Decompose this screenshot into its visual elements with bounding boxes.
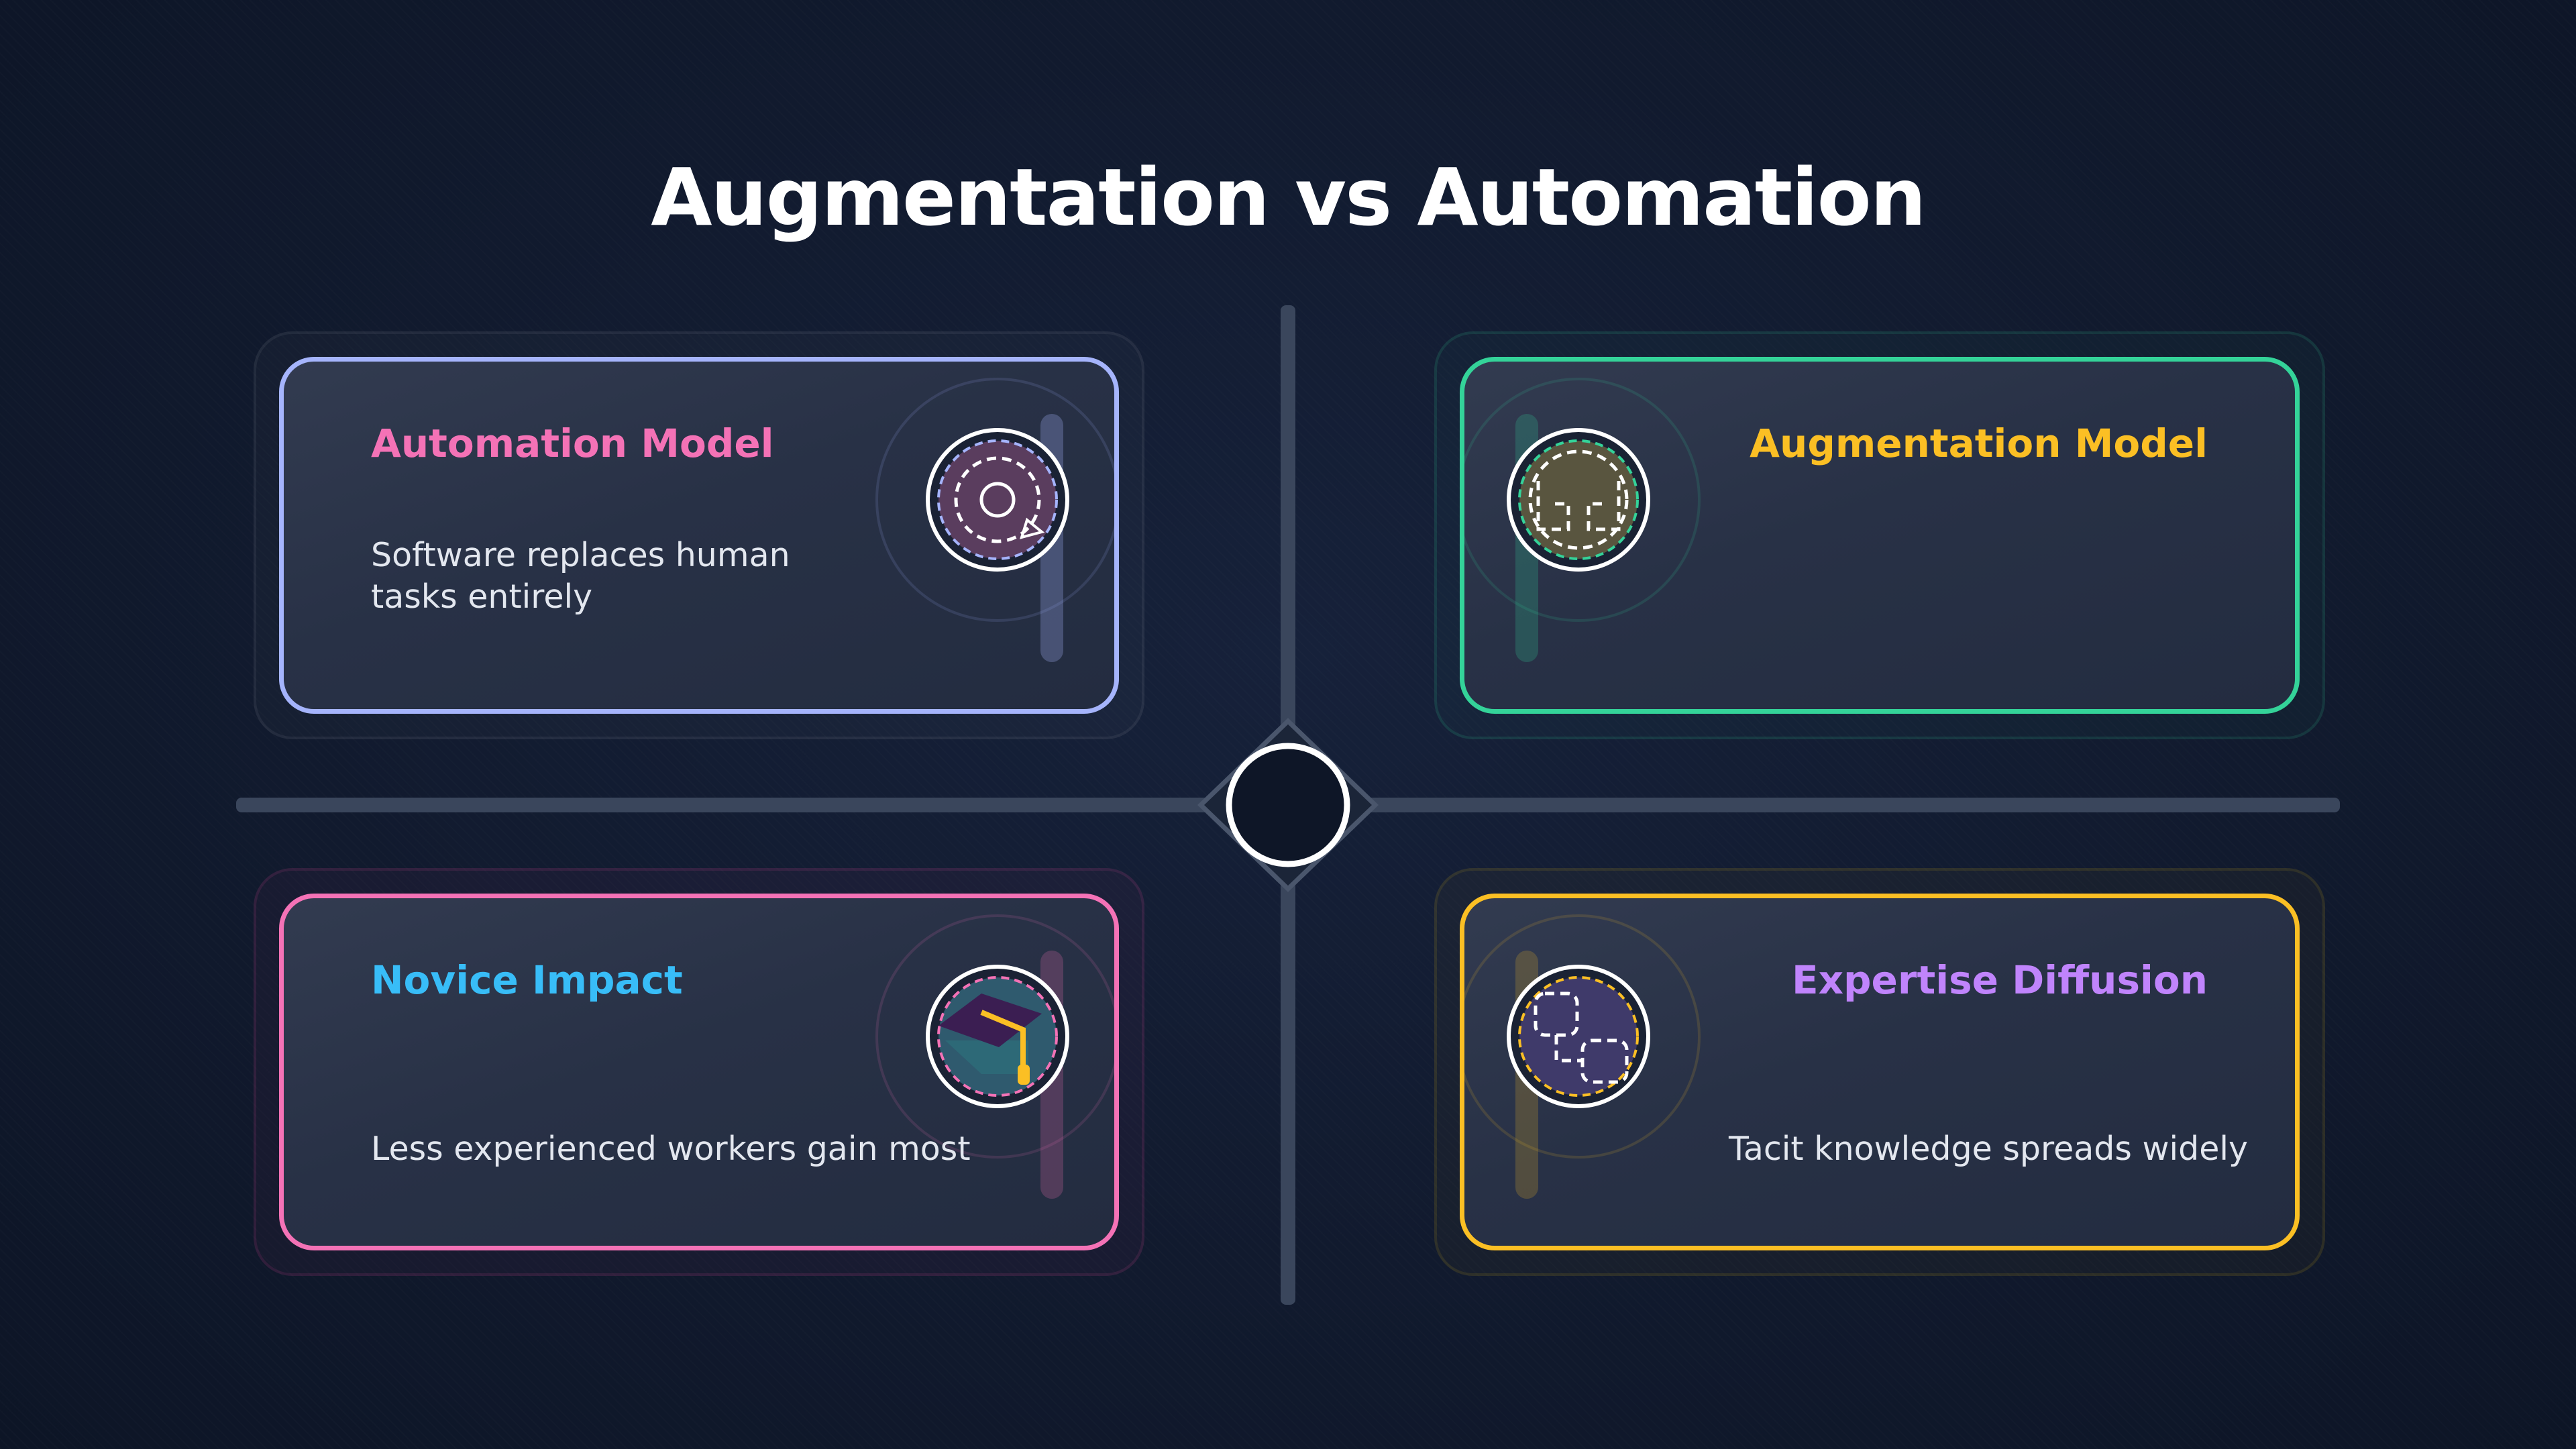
puzzle-icon: [1507, 428, 1650, 572]
automation-model-card[interactable]: Automation Model Software replaces human…: [279, 357, 1119, 714]
expertise-diffusion-description: Tacit knowledge spreads widely: [1729, 1130, 2248, 1168]
center-diamond-icon: [1197, 718, 1379, 892]
novice-impact-card[interactable]: Novice Impact Less experienced workers g…: [279, 894, 1119, 1250]
network-icon: [1507, 965, 1650, 1108]
graduation-cap-icon: [926, 965, 1069, 1108]
automation-model-description: Software replaces human tasks entirely: [371, 536, 790, 616]
expertise-diffusion-card[interactable]: Expertise Diffusion Tacit knowledge spre…: [1460, 894, 2300, 1250]
augmentation-model-title: Augmentation Model: [1750, 421, 2208, 466]
quadrant-expertise-diffusion: Expertise Diffusion Tacit knowledge spre…: [1434, 868, 2325, 1276]
novice-impact-description: Less experienced workers gain most: [371, 1130, 971, 1168]
quadrant-novice-impact: Novice Impact Less experienced workers g…: [254, 868, 1144, 1276]
quadrant-augmentation-model: Augmentation Model: [1434, 331, 2325, 739]
page-title: Augmentation vs Automation: [651, 151, 1926, 244]
center-node: [1194, 718, 1382, 892]
expertise-diffusion-title: Expertise Diffusion: [1792, 957, 2208, 1003]
gear-icon: [926, 428, 1069, 572]
augmentation-model-card[interactable]: Augmentation Model: [1460, 357, 2300, 714]
automation-model-title: Automation Model: [371, 421, 774, 466]
novice-impact-title: Novice Impact: [371, 957, 683, 1003]
quadrant-automation-model: Automation Model Software replaces human…: [254, 331, 1144, 739]
